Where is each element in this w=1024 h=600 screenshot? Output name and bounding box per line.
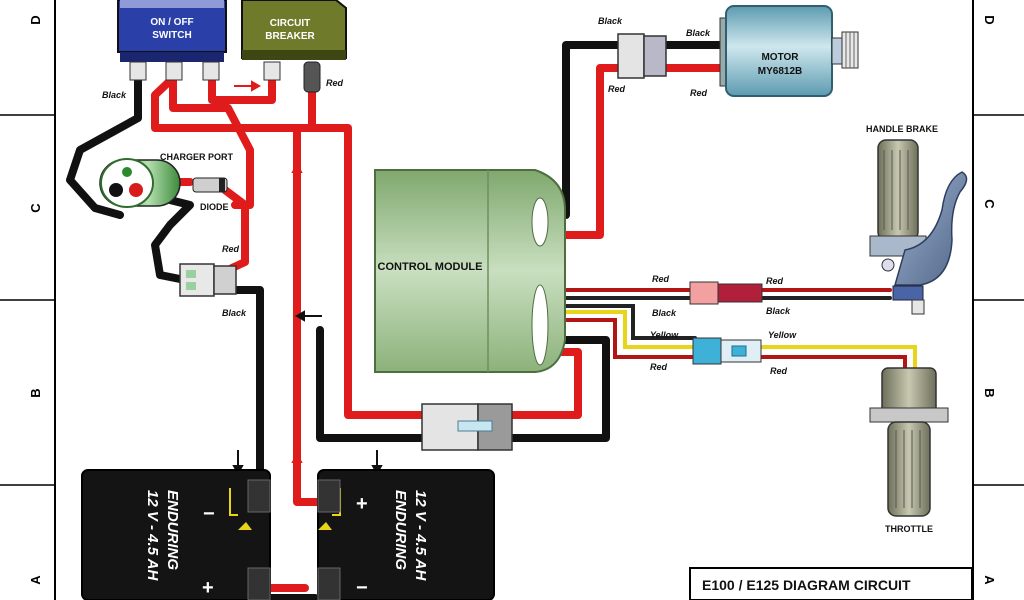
battery-right-brand: ENDURING <box>392 490 409 570</box>
battery-left-brand: ENDURING <box>164 490 181 570</box>
red-wire-module-to-motor <box>536 64 624 239</box>
title-block: E100 / E125 DIAGRAM CIRCUIT <box>689 567 973 600</box>
charger-pin-positive <box>129 183 143 197</box>
switch-terminal-2 <box>165 61 183 81</box>
motor-label-line1: MOTOR <box>761 52 799 63</box>
wire-label-yellow-throttle-left: Yellow <box>650 330 679 340</box>
throttle-yellow-wire-left <box>538 310 697 349</box>
black-wire-connector-to-module <box>506 336 610 442</box>
arrow-right-top <box>234 80 262 92</box>
black-wire-switch-to-charger <box>66 74 142 219</box>
wire-label-red-motor-left: Red <box>608 84 626 94</box>
brake-lever <box>894 171 968 286</box>
control-module: CONTROL MODULE <box>374 169 566 373</box>
brake-signal-connector <box>689 281 763 305</box>
throttle-grip <box>887 421 931 517</box>
border-label-c-left: C <box>28 203 43 213</box>
black-wire-charger-to-junction <box>151 196 194 284</box>
battery-right-terminal-pos <box>317 479 341 513</box>
battery-left-plus: + <box>202 577 214 599</box>
wire-label-red-junction: Red <box>222 244 240 254</box>
battery-right-terminal-neg <box>317 567 341 600</box>
black-wire-to-connector <box>316 326 429 442</box>
throttle: THROTTLE <box>869 367 949 534</box>
battery-left: ENDURING 12 V - 4.5 AH − + <box>81 469 271 600</box>
red-wires <box>151 64 726 592</box>
diode-label: DIODE <box>200 202 229 212</box>
breaker-label-line2: BREAKER <box>265 31 315 42</box>
red-wire-switch-to-connector <box>151 74 429 419</box>
border-label-c-right: C <box>982 199 997 209</box>
motor: MOTOR MY6812B <box>719 5 859 97</box>
wire-label-black-motor-left: Black <box>598 16 623 26</box>
main-connector <box>421 403 513 451</box>
switch-terminal-3 <box>202 61 220 81</box>
throttle-black-wire-left <box>538 304 697 340</box>
wire-label-red-motor-right: Red <box>690 88 708 98</box>
charger-junction-connector <box>179 263 237 297</box>
wire-label-red-brake-left: Red <box>652 274 670 284</box>
border-label-a-left: A <box>28 575 43 585</box>
border-label-d-right: D <box>982 15 997 24</box>
battery-right-plus: + <box>356 493 368 515</box>
wire-label-yellow-throttle-right: Yellow <box>768 330 797 340</box>
red-wire-switch-to-breaker <box>208 74 276 104</box>
motor-label-line2: MY6812B <box>758 66 802 77</box>
switch-label-line2: SWITCH <box>152 30 191 41</box>
battery-left-minus: − <box>203 503 215 525</box>
border-label-d-left: D <box>28 15 43 24</box>
battery-left-rating: 12 V - 4.5 AH <box>144 490 161 581</box>
wire-label-red-throttle-right: Red <box>770 366 788 376</box>
wire-label-red-breaker: Red <box>326 78 344 88</box>
battery-right: ENDURING 12 V - 4.5 AH + − <box>317 469 495 600</box>
red-wire-diode-to-junction <box>221 186 249 272</box>
wire-label-black-motor-right: Black <box>686 28 711 38</box>
border-label-b-left: B <box>28 388 43 397</box>
throttle-red-wire-right <box>758 355 907 372</box>
border-label-b-right: B <box>982 388 997 397</box>
throttle-label: THROTTLE <box>885 524 933 534</box>
switch-terminal-1 <box>129 61 147 81</box>
battery-left-terminal-pos <box>247 567 271 600</box>
border-label-a-right: A <box>982 575 997 585</box>
battery-right-minus: − <box>356 577 368 599</box>
battery-right-rating: 12 V - 4.5 AH <box>412 490 429 581</box>
throttle-yellow-wire-right <box>758 345 917 372</box>
circuit-breaker: CIRCUIT BREAKER <box>241 0 347 93</box>
wire-label-black-junction: Black <box>222 308 247 318</box>
diagram-title: E100 / E125 DIAGRAM CIRCUIT <box>702 577 911 593</box>
throttle-red-wire-left <box>538 318 697 359</box>
handle-brake: HANDLE BRAKE <box>866 124 968 315</box>
wire-label-black-switch: Black <box>102 90 127 100</box>
charger-pin-negative <box>109 183 123 197</box>
control-module-label: CONTROL MODULE <box>378 261 483 273</box>
wire-labels: Black Red Red Black Black Black Red Red … <box>102 16 797 376</box>
breaker-terminal-2 <box>303 61 321 93</box>
charger-port-label: CHARGER PORT <box>160 152 234 162</box>
wire-label-black-brake-left: Black <box>652 308 677 318</box>
breaker-label-line1: CIRCUIT <box>270 18 311 29</box>
battery-left-terminal-neg <box>247 479 271 513</box>
charger-pin-ground <box>122 167 132 177</box>
handle-brake-label: HANDLE BRAKE <box>866 124 938 134</box>
signal-wires <box>538 288 917 372</box>
wire-label-red-throttle-left: Red <box>650 362 668 372</box>
breaker-terminal-1 <box>263 61 281 81</box>
charger-port: CHARGER PORT <box>99 152 234 208</box>
throttle-signal-connector <box>692 337 762 365</box>
switch-label-line1: ON / OFF <box>150 17 193 28</box>
diode: DIODE <box>192 177 229 212</box>
arrow-up-main <box>291 162 303 190</box>
brake-switch <box>892 285 924 301</box>
wire-label-black-brake-right: Black <box>766 306 791 316</box>
arrow-up-battery <box>291 452 303 478</box>
on-off-switch: ON / OFF SWITCH <box>117 0 227 81</box>
motor-connector <box>617 33 667 79</box>
wire-label-red-brake-right: Red <box>766 276 784 286</box>
arrow-left-black <box>294 310 322 322</box>
